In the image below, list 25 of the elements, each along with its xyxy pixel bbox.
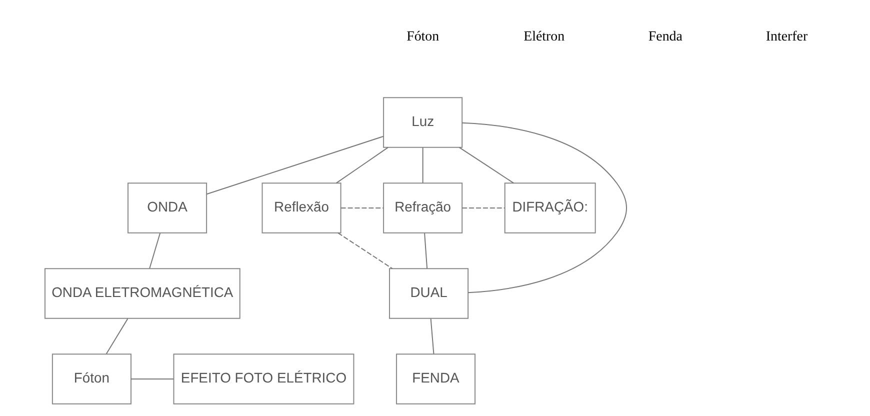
node-box: Fóton [51,354,131,404]
node-box: DUAL [388,268,468,319]
label: Fóton [406,30,439,45]
connector [335,146,388,184]
label: Fenda [648,30,682,45]
node-box: Luz [382,97,462,148]
label: Elétron [523,30,564,45]
node-box: DIFRAÇÃO: [504,182,596,234]
node-box: ONDA ELETROMAGNÉTICA [44,268,240,319]
connector [105,318,128,354]
connector [206,136,384,195]
label: Interfer [765,30,808,45]
connector [424,232,428,269]
node-box: ONDA [127,182,207,234]
connector [422,147,423,184]
connector [430,318,434,354]
node-box: Refração [382,182,462,234]
connector [148,232,160,269]
node-box: Reflexão [261,182,341,234]
connector [461,122,627,294]
node-box: FENDA [395,354,476,404]
connector [130,378,174,380]
connector [336,232,392,270]
node-box: EFEITO FOTO ELÉTRICO [172,354,354,404]
connector [458,146,514,184]
